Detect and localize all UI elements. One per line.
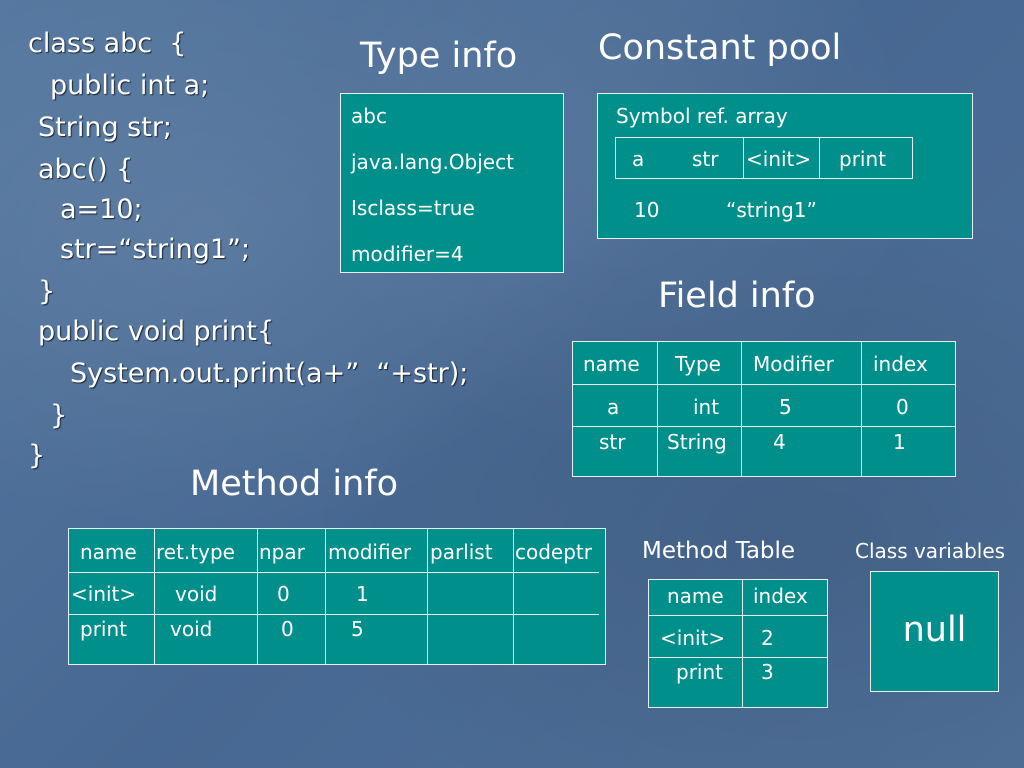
type-info-box: abc java.lang.Object Isclass=true modifi… xyxy=(340,93,564,273)
method-table-title: Method Table xyxy=(642,538,796,564)
code-line: System.out.print(a+” “+str); xyxy=(70,358,469,389)
symbol-entry: a xyxy=(632,147,645,171)
method-cell: 0 xyxy=(277,582,290,606)
class-variables-title: Class variables xyxy=(855,539,1006,563)
symbol-ref-label: Symbol ref. array xyxy=(616,104,788,128)
symbol-entry: <init> xyxy=(746,147,812,171)
method-header: npar xyxy=(259,540,305,564)
field-cell: str xyxy=(599,430,626,454)
symbol-entry: print xyxy=(839,147,886,171)
method-cell: 1 xyxy=(356,582,369,606)
method-cell: 5 xyxy=(351,617,364,641)
type-info-row: modifier=4 xyxy=(351,242,464,266)
code-line: public void print{ xyxy=(38,316,275,347)
code-line: class abc { xyxy=(28,28,187,59)
method-header: codeptr xyxy=(515,540,592,564)
type-info-title: Type info xyxy=(360,36,518,76)
method-table: name index <init> 2 print 3 xyxy=(648,579,828,708)
field-header: Type xyxy=(675,352,721,376)
symbol-entry: str xyxy=(692,147,719,171)
field-info-title: Field info xyxy=(658,276,816,316)
method-cell: void xyxy=(170,617,213,641)
method-table-cell: <init> xyxy=(660,626,726,650)
class-variables-box: null xyxy=(870,571,999,692)
field-header: Modifier xyxy=(753,352,834,376)
field-cell: 5 xyxy=(779,395,792,419)
method-cell: <init> xyxy=(71,582,137,606)
constant-value: “string1” xyxy=(726,198,817,222)
field-cell: String xyxy=(667,430,727,454)
code-line: } xyxy=(38,276,56,307)
type-info-row: Isclass=true xyxy=(351,196,475,220)
symbol-ref-array: a str <init> print xyxy=(615,137,913,179)
code-line: } xyxy=(28,440,46,471)
type-info-row: abc xyxy=(351,104,387,128)
code-line: public int a; xyxy=(50,70,210,101)
code-line: abc() { xyxy=(38,154,134,185)
code-line: str=“string1”; xyxy=(60,234,251,265)
method-table-header: index xyxy=(753,584,808,608)
code-line: String str; xyxy=(38,112,173,143)
code-line: a=10; xyxy=(60,194,143,225)
field-cell: 0 xyxy=(896,395,909,419)
method-table-header: name xyxy=(667,584,724,608)
method-info-title: Method info xyxy=(190,464,399,504)
field-header: name xyxy=(583,352,640,376)
field-cell: 1 xyxy=(893,430,906,454)
constant-value: 10 xyxy=(634,198,660,222)
field-cell: int xyxy=(693,395,720,419)
constant-pool-box: Symbol ref. array a str <init> print 10 … xyxy=(597,93,973,239)
field-header: index xyxy=(873,352,928,376)
field-cell: 4 xyxy=(773,430,786,454)
code-line: } xyxy=(50,400,68,431)
method-header: ret.type xyxy=(156,540,235,564)
field-cell: a xyxy=(607,395,620,419)
method-header: name xyxy=(80,540,137,564)
method-header: modifier xyxy=(328,540,412,564)
class-variables-value: null xyxy=(902,610,967,650)
method-cell: 0 xyxy=(281,617,294,641)
method-table-cell: print xyxy=(676,660,723,684)
constant-pool-title: Constant pool xyxy=(598,28,842,68)
method-table-cell: 2 xyxy=(761,626,774,650)
method-info-table: name ret.type npar modifier parlist code… xyxy=(68,528,606,665)
method-table-cell: 3 xyxy=(761,660,774,684)
field-info-table: name Type Modifier index a int 5 0 str S… xyxy=(572,341,956,477)
method-header: parlist xyxy=(430,540,493,564)
method-cell: void xyxy=(175,582,218,606)
method-cell: print xyxy=(80,617,127,641)
type-info-row: java.lang.Object xyxy=(351,150,514,174)
